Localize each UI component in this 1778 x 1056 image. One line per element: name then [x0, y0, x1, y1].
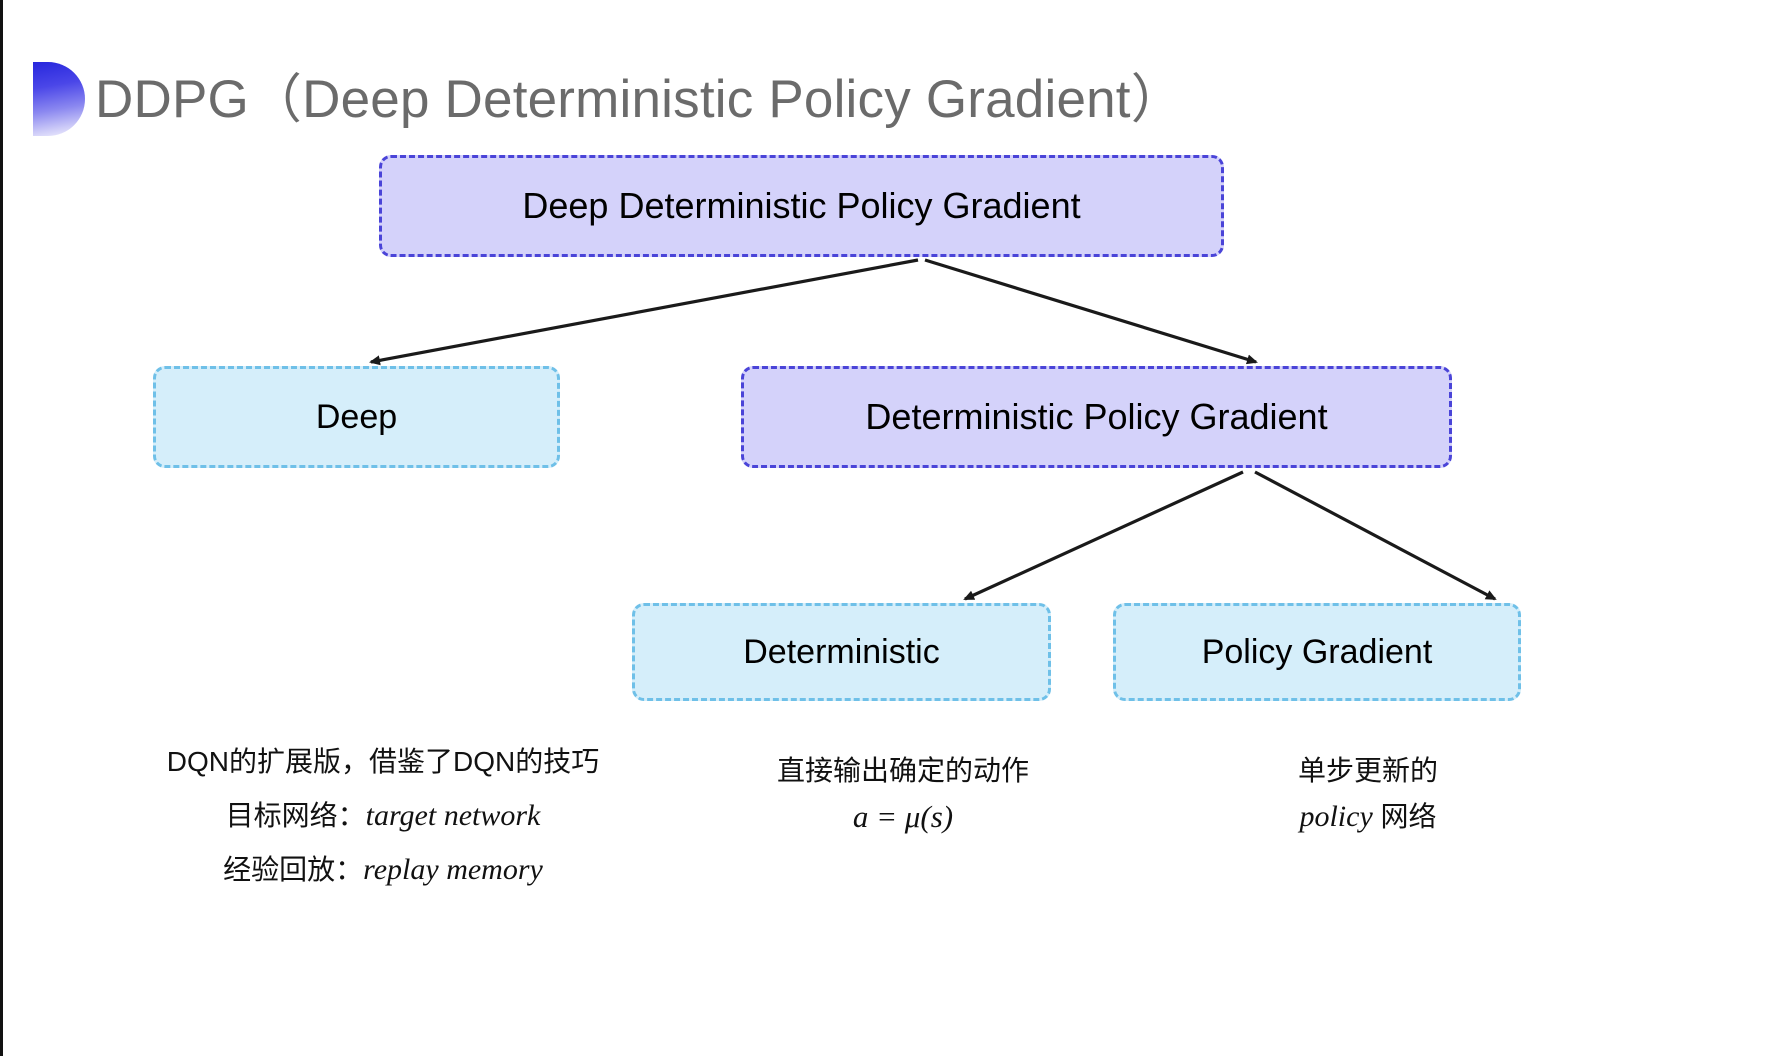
node-dpg-label: Deterministic Policy Gradient	[865, 396, 1328, 437]
caption-policy-gradient: 单步更新的 policy 网络	[1158, 748, 1578, 840]
edge-root-to-dpg	[924, 258, 1258, 365]
caption-deterministic: 直接输出确定的动作 a = μ(s)	[693, 748, 1113, 840]
caption-deep-line3-term: replay memory	[363, 853, 543, 886]
node-deep-label: Deep	[315, 398, 398, 436]
caption-deterministic-formula: a = μ(s)	[852, 799, 954, 834]
edge-dpg-to-policy-gradient	[1254, 470, 1497, 601]
node-deterministic-policy-gradient[interactable]: Deterministic Policy Gradient	[741, 366, 1452, 468]
caption-policy-gradient-term: policy	[1299, 800, 1373, 833]
caption-policy-gradient-line2: policy 网络	[1158, 794, 1578, 840]
node-policy-gradient-label: Policy Gradient	[1201, 633, 1433, 671]
caption-deep-line2: 目标网络：target network	[63, 789, 703, 843]
caption-policy-gradient-suffix: 网络	[1372, 801, 1437, 832]
caption-deep-line1: DQN的扩展版，借鉴了DQN的技巧	[166, 746, 600, 777]
node-deterministic[interactable]: Deterministic	[632, 603, 1051, 701]
caption-deep-line2-term: target network	[365, 799, 541, 832]
edge-root-to-deep	[369, 258, 919, 366]
caption-deep-line3-label: 经验回放：	[223, 854, 364, 885]
caption-deterministic-line1: 直接输出确定的动作	[776, 755, 1029, 786]
caption-deep-line3: 经验回放：replay memory	[63, 843, 703, 897]
node-root-label: Deep Deterministic Policy Gradient	[522, 185, 1081, 226]
node-deep[interactable]: Deep	[153, 366, 560, 468]
node-policy-gradient[interactable]: Policy Gradient	[1113, 603, 1521, 701]
caption-deep: DQN的扩展版，借鉴了DQN的技巧 目标网络：target network 经验…	[63, 735, 703, 897]
page-title: DDPG（Deep Deterministic Policy Gradient）	[95, 70, 1184, 129]
node-deterministic-label: Deterministic	[743, 633, 940, 671]
node-root[interactable]: Deep Deterministic Policy Gradient	[379, 155, 1224, 257]
title-bullet-icon	[33, 62, 85, 136]
caption-policy-gradient-line1: 单步更新的	[1297, 755, 1438, 786]
edge-dpg-to-deterministic	[963, 470, 1244, 601]
caption-deep-line2-label: 目标网络：	[225, 800, 366, 831]
